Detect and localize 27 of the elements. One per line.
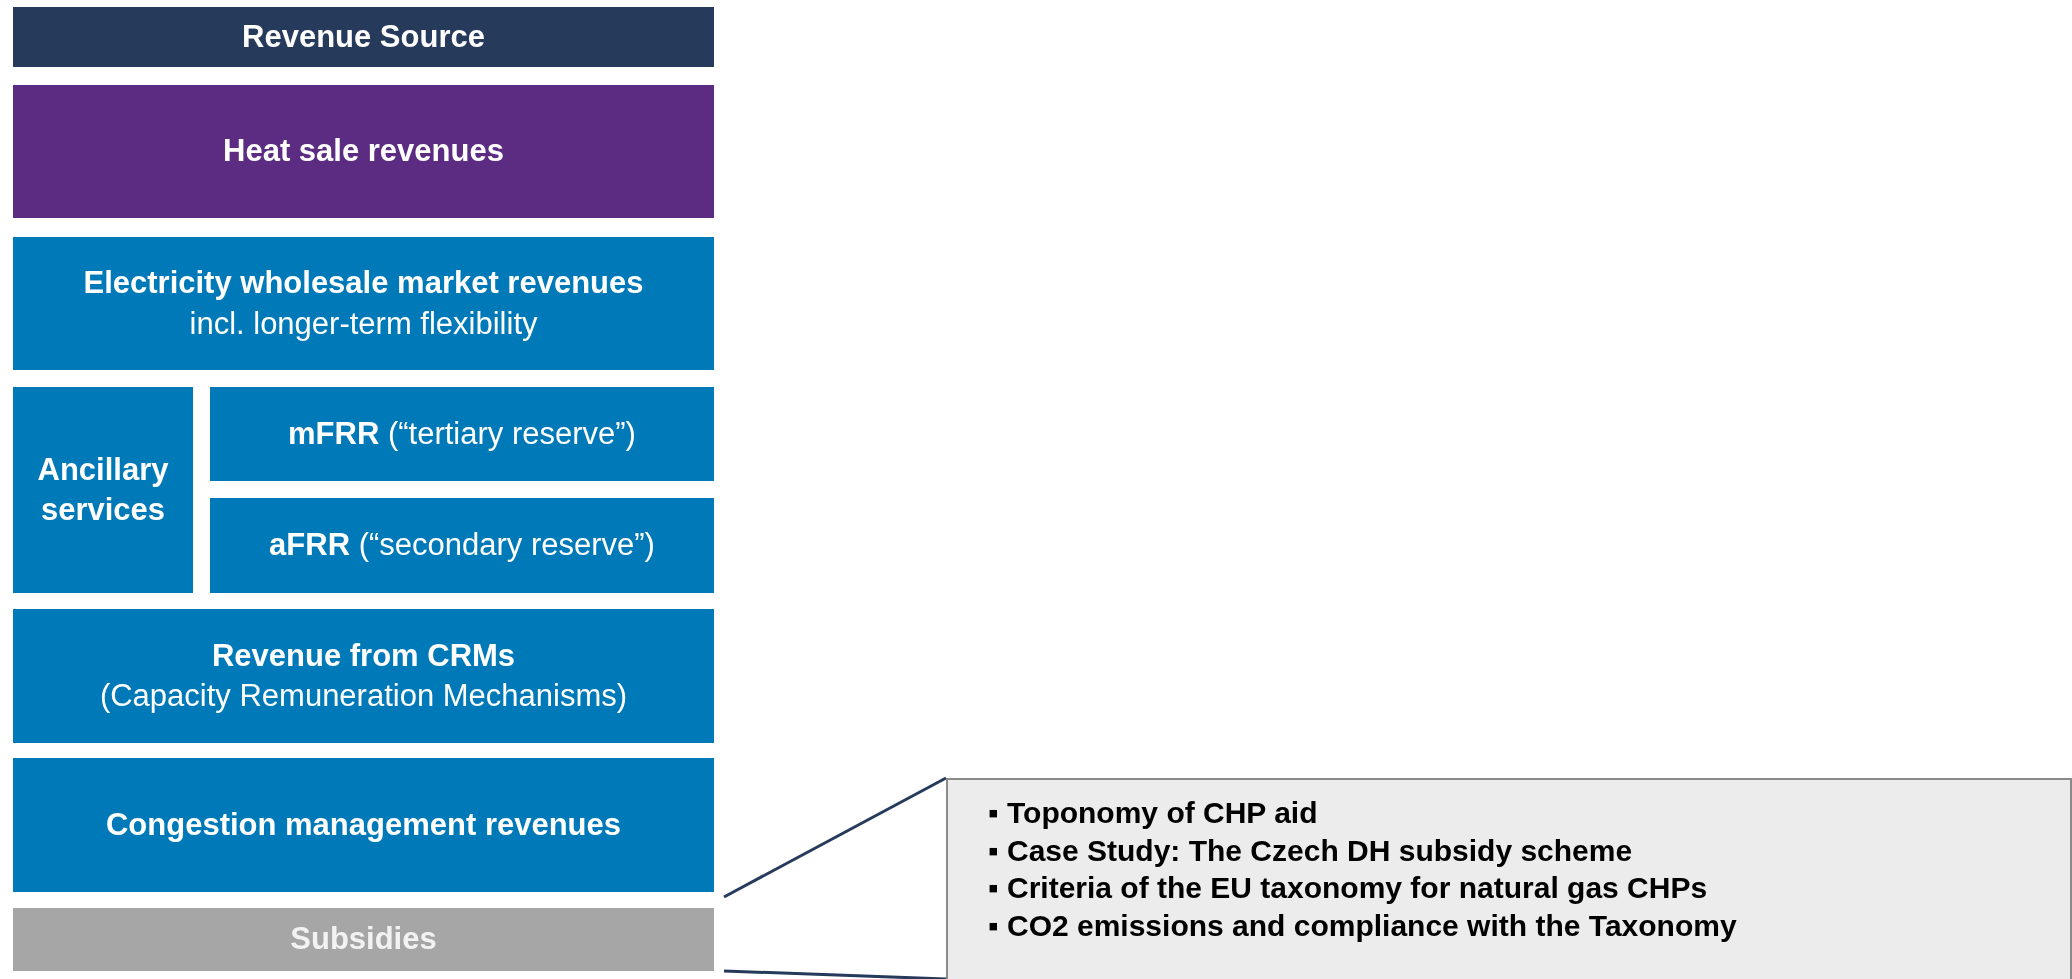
- box-title: Electricity wholesale market revenues: [83, 264, 644, 303]
- bullet-item: ▪ Case Study: The Czech DH subsidy scheme: [988, 832, 1634, 869]
- reserve-box: [210, 387, 714, 481]
- box-title: Ancillary services: [36, 450, 170, 529]
- box-title: mFRR (“tertiary reserve”): [288, 414, 636, 453]
- revenue-box: [13, 908, 714, 971]
- revenue-box: [13, 387, 193, 593]
- bullet-item: ▪ Toponomy of CHP aid: [988, 795, 1319, 831]
- revenue-box: [13, 758, 714, 892]
- revenue-box: [13, 609, 714, 743]
- header-bar: [13, 7, 714, 67]
- box-title: Congestion management revenues: [105, 805, 622, 844]
- callout-box: [946, 778, 2072, 979]
- bullet-item: ▪ CO2 emissions and compliance with the Taxonomy: [988, 907, 1737, 944]
- box-title: Heat sale revenues: [223, 132, 504, 171]
- box-title: aFRR (“secondary reserve”): [269, 526, 655, 565]
- revenue-box: [13, 237, 714, 370]
- leader-line: [723, 776, 947, 899]
- revenue-box: [13, 85, 714, 218]
- box-subtitle: incl. longer-term flexibility: [189, 304, 538, 343]
- box-subtitle: (Capacity Remuneration Mechanisms): [99, 677, 628, 715]
- box-title: Revenue from CRMs: [211, 636, 516, 675]
- reserve-box: [210, 498, 714, 593]
- box-title: Revenue Source: [242, 17, 485, 56]
- box-title: Subsidies: [290, 920, 437, 959]
- leader-line: [723, 969, 947, 979]
- bullet-item: ▪ Criteria of the EU taxonomy for natural gas CHPs: [988, 870, 1709, 906]
